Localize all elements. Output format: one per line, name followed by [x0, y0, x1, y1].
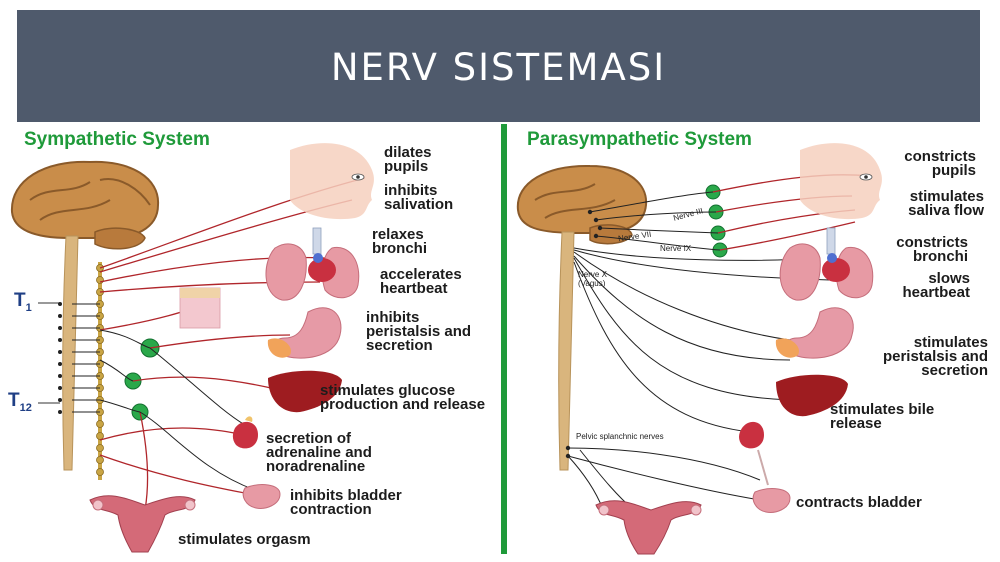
t12-label: T12 — [8, 390, 32, 414]
heart-left — [308, 258, 336, 282]
bladder-right — [752, 488, 791, 513]
lungs-right — [779, 243, 821, 301]
nerve-x-label: Nerve X (Vagus) — [578, 270, 607, 288]
brain-left — [10, 160, 160, 240]
adrenal-kidney-left — [232, 421, 258, 449]
cerebellum-left — [94, 227, 146, 250]
face-left — [290, 143, 374, 220]
slide-title: NERV SISTEMASI — [330, 46, 667, 89]
effect-accelerates-heartbeat: accelerates heartbeat — [380, 266, 462, 297]
face-right — [800, 143, 882, 220]
effect-inhibits-peristalsis: inhibits peristalsis and secretion — [366, 309, 472, 354]
effect-constricts-pupils: constricts pupils — [904, 148, 976, 179]
spinal-cord-right — [558, 231, 575, 471]
effect-bile-release: stimulates bile release — [830, 401, 935, 432]
effect-glucose-release: stimulates glucose production and releas… — [320, 382, 486, 413]
nerve-ix-label: Nerve IX — [660, 244, 692, 253]
effect-contracts-bladder: contracts bladder — [796, 494, 922, 511]
t1-label: T1 — [14, 290, 32, 314]
effect-stimulates-saliva: stimulates saliva flow — [908, 188, 984, 219]
lungs-left — [265, 243, 307, 301]
effect-dilates-pupils: dilates pupils — [384, 144, 432, 175]
parasympathetic-heading: Parasympathetic System — [527, 129, 752, 150]
sympathetic-heading: Sympathetic System — [24, 129, 210, 150]
effect-constricts-bronchi: constricts bronchi — [896, 234, 968, 265]
effect-adrenaline-secretion: secretion of adrenaline and noradrenalin… — [266, 430, 372, 475]
parasympathetic-illustration — [516, 143, 882, 555]
bladder-left — [242, 484, 281, 509]
sympathetic-illustration — [10, 143, 374, 553]
effect-slows-heartbeat: slows heartbeat — [902, 270, 970, 301]
effect-stimulates-peristalsis: stimulates peristalsis and secretion — [882, 334, 988, 379]
effect-inhibits-salivation: inhibits salivation — [384, 182, 454, 213]
heart-right — [822, 258, 850, 282]
effect-inhibits-bladder: inhibits bladder contraction — [290, 487, 402, 518]
uterus-left — [89, 495, 196, 553]
uterus-right — [595, 500, 702, 555]
spinal-cord-left — [62, 235, 79, 471]
panel-divider — [501, 124, 507, 554]
effect-stimulates-orgasm: stimulates orgasm — [178, 531, 311, 548]
title-bar: NERV SISTEMASI — [17, 10, 980, 122]
pelvic-splanchnic-label: Pelvic splanchnic nerves — [576, 432, 664, 441]
liver-right — [776, 374, 848, 417]
kidney-right — [739, 421, 764, 449]
effect-relaxes-bronchi: relaxes bronchi — [372, 226, 427, 257]
liver-left — [268, 370, 342, 413]
